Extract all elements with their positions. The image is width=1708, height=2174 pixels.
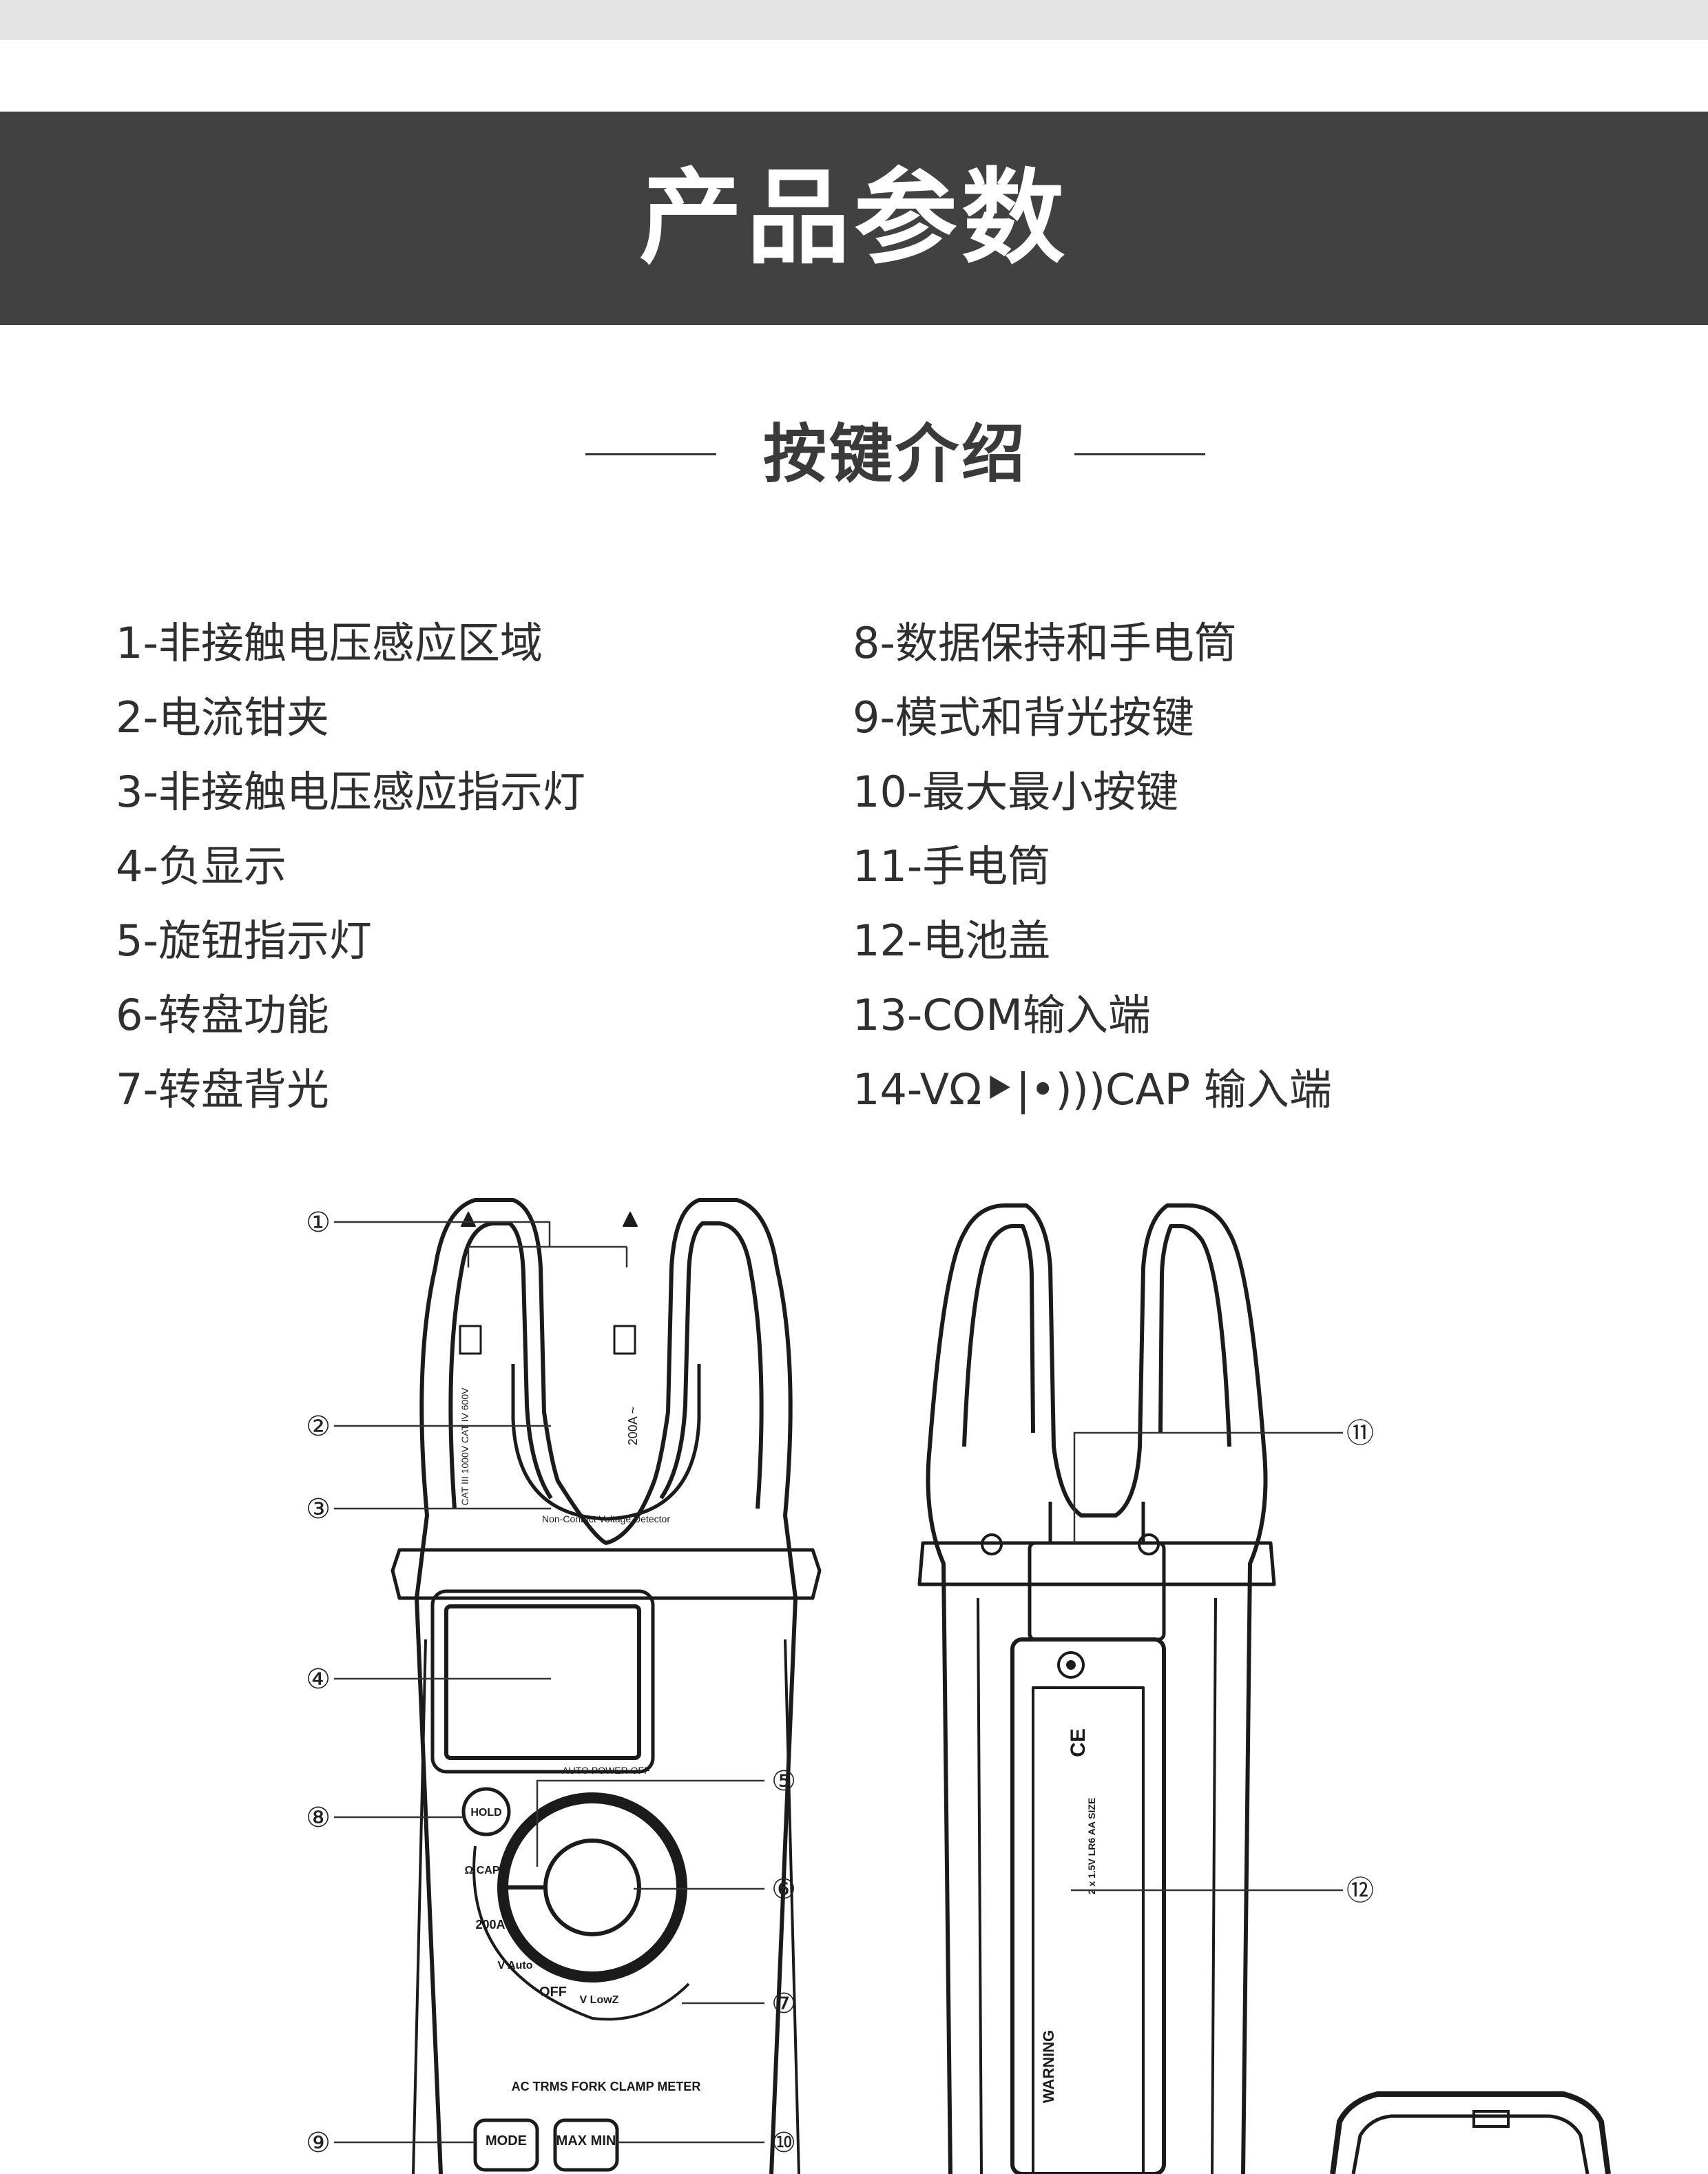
heading-rule-left [585,453,716,455]
callout-leaders [334,1221,1343,2144]
dial-pos-4: OFF [539,1985,567,2000]
callouts: ① ② ③ ④ ⑤ ⑥ ⑦ ⑧ ⑨ ⑩ ⑪ ⑫ [306,1207,1374,2159]
heading-rule-right [1074,453,1205,455]
auto-power-off-label: AUTO POWER OFF [562,1765,649,1776]
section-heading: 按键介绍 [0,413,1708,496]
legend-list-left: 1-非接触电压感应区域 2-电流钳夹 3-非接触电压感应指示灯 4-负显示 5-… [116,606,585,1127]
legend-item: 1-非接触电压感应区域 [116,618,543,668]
legend-item: 10-最大最小按键 [853,767,1179,817]
mode-button-label: MODE [486,2133,527,2149]
legend-item: 14-VΩ⯈|•)))CAP 输入端 [853,1064,1332,1115]
callout-8: ⑧ [306,1802,331,1834]
hold-button-label: HOLD [470,1807,501,1819]
callout-11: ⑪ [1346,1418,1374,1449]
rear-view [917,1203,1276,2174]
callout-4: ④ [306,1664,331,1695]
legend-list-right: 8-数据保持和手电筒 9-模式和背光按键 10-最大最小按键 11-手电筒 12… [853,606,1332,1127]
warning-label: WARNING [1040,2030,1057,2103]
front-view [390,1198,822,2174]
ncv-label: Non-Contact Voltage Detector [542,1513,670,1524]
callout-5: ⑤ [771,1766,796,1797]
legend-item: 13-COM输入端 [853,990,1151,1040]
legend-item: 12-电池盖 [853,915,1051,966]
legend-item: 4-负显示 [116,841,287,891]
max-min-button-label: MAX MIN [556,2133,616,2149]
banner: 产品参数 [0,112,1708,325]
callout-7: ⑦ [771,1988,796,2020]
legend-item: 9-模式和背光按键 [853,692,1194,743]
device-diagram: Non-Contact Voltage Detector AUTO POWER … [306,1198,1611,2174]
callout-2: ② [306,1411,331,1442]
callout-3: ③ [306,1493,331,1525]
front-model-label: AC TRMS FORK CLAMP METER [512,2080,701,2093]
legend-item: 7-转盘背光 [116,1064,329,1115]
legend-item: 8-数据保持和手电筒 [853,618,1237,668]
dial-pos-1: Ω CAP [464,1865,499,1876]
top-strip [0,0,1708,40]
legend-item: 6-转盘功能 [116,990,329,1040]
clamp-range-label: 200A ~ [626,1407,640,1446]
section-title: 按键介绍 [762,417,1028,491]
callout-10: ⑩ [771,2127,796,2159]
battery-spec-label: 2 x 1.5V LR6 AA SIZE [1086,1798,1097,1895]
callout-9: ⑨ [306,2127,331,2159]
legend-item: 3-非接触电压感应指示灯 [116,767,585,817]
dial-pos-2: 200A [475,1918,505,1932]
callout-1: ① [306,1207,331,1239]
banner-title: 产品参数 [638,158,1069,278]
legend-item: 5-旋钮指示灯 [116,915,372,966]
ce-mark: CE [1067,1728,1090,1757]
callout-6: ⑥ [771,1874,796,1905]
cat-rating-label: CAT III 1000V CAT IV 600V [459,1387,470,1506]
legend-item: 11-手电筒 [853,841,1051,891]
dial-pos-3: V Auto [498,1960,533,1971]
dial-pos-5: V LowZ [580,1994,619,2006]
partial-device-view [1330,2091,1611,2174]
callout-12: ⑫ [1346,1875,1374,1907]
legend-item: 2-电流钳夹 [116,692,329,743]
